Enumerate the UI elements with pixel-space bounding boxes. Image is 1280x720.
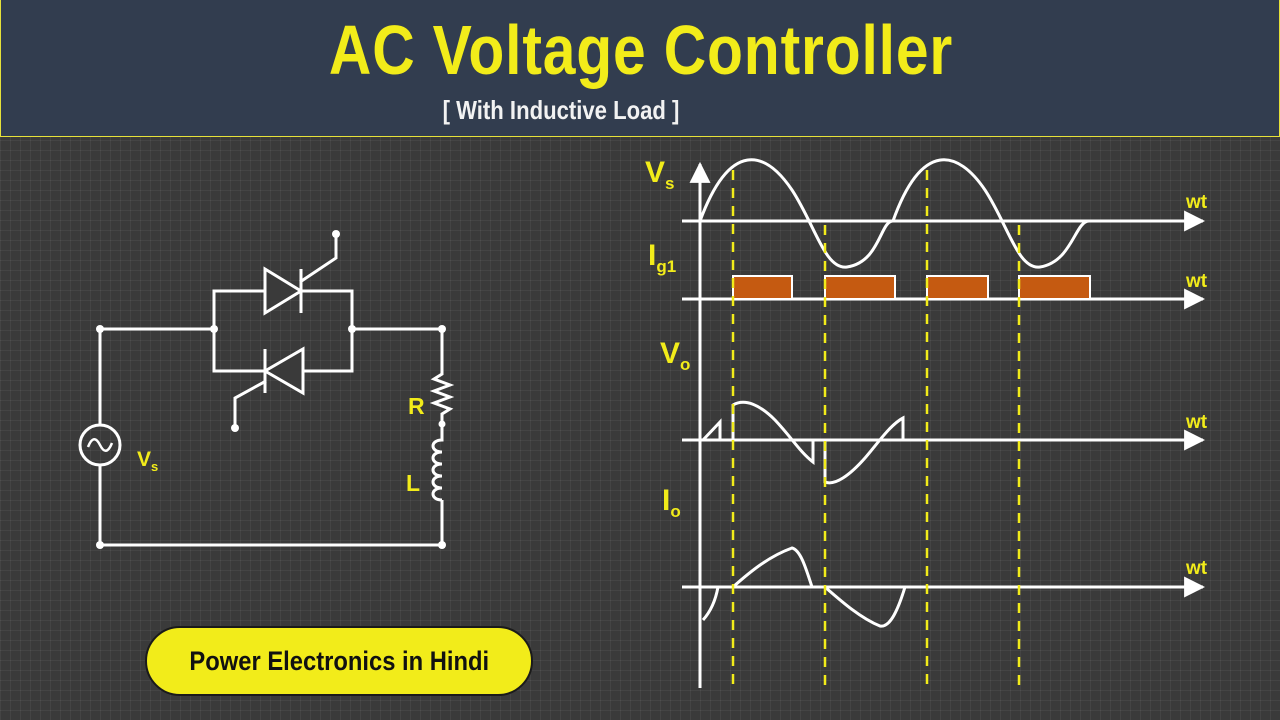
gate-pulse-3: [926, 275, 989, 300]
thyristor-top-symbol: [263, 230, 340, 316]
source-label: Vs: [137, 448, 158, 474]
channel-badge: Power Electronics in Hindi: [145, 626, 533, 696]
inductor-label: L: [406, 470, 420, 496]
resistor-symbol: [429, 370, 455, 424]
firing-angle-markers: [731, 170, 1021, 688]
vo-waveform: [701, 400, 905, 485]
vo-axis-label: wt: [1185, 412, 1208, 433]
gate-pulse-4: [1018, 275, 1091, 300]
page-title: AC Voltage Controller: [328, 11, 954, 89]
gate-pulse-2: [824, 275, 896, 300]
io-waveform: [701, 546, 907, 628]
resistor-label: R: [408, 393, 425, 419]
gate-terminal-top: [332, 230, 340, 238]
ig-axis-label: wt: [1185, 271, 1208, 292]
gate-pulse-1: [732, 275, 793, 300]
waveform-panel: Vs Ig1 Vo Io wt wt wt wt: [645, 156, 1208, 688]
header-banner: AC Voltage Controller [ With Inductive L…: [0, 0, 1280, 137]
circuit-diagram: [98, 289, 444, 547]
vs-axis-label: wt: [1185, 192, 1208, 213]
page-subtitle: [ With Inductive Load ]: [442, 95, 680, 125]
gate-terminal-bottom: [231, 424, 239, 432]
inductor-symbol: [431, 424, 444, 502]
io-axis-label: wt: [1185, 558, 1208, 579]
wire-left-lower: [98, 465, 442, 547]
vo-label: Vo: [660, 337, 690, 374]
badge-text: Power Electronics in Hindi: [189, 645, 489, 676]
vs-waveform: [698, 158, 1090, 269]
thyristor-bottom-symbol: [231, 346, 305, 432]
io-label: Io: [662, 484, 681, 521]
ig-label: Ig1: [648, 239, 676, 276]
circuit-nodes: [96, 325, 446, 549]
ac-source-icon: [78, 423, 122, 467]
vs-label: Vs: [645, 156, 674, 193]
